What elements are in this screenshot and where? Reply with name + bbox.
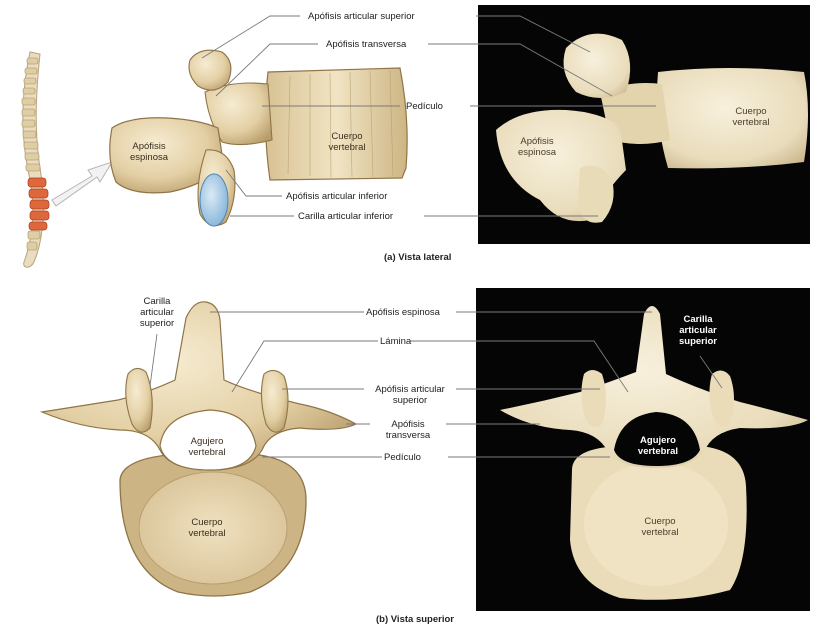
- label-pedicle-a: Pedículo: [406, 101, 443, 112]
- photo-facet-line-1: Carilla: [670, 314, 726, 325]
- label-transverse-b: Apófisis transversa: [372, 419, 444, 441]
- photo-body-line-2: vertebral: [726, 117, 776, 128]
- label-sup-articular-b: Apófisis articular superior: [362, 384, 458, 406]
- label-inf-facet-a: Carilla articular inferior: [298, 211, 393, 222]
- photo-body-line-2-b: vertebral: [632, 527, 688, 538]
- photo-body-label-a: Cuerpo vertebral: [726, 106, 776, 128]
- photo-foramen-line-1: Agujero: [630, 435, 686, 446]
- photo-body-line-1: Cuerpo: [726, 106, 776, 117]
- illus-spinous-line-1: Apófisis: [124, 141, 174, 152]
- label-spinous-b: Apófisis espinosa: [366, 307, 440, 318]
- label-transverse-a: Apófisis transversa: [326, 39, 406, 50]
- photo-foramen-line-2: vertebral: [630, 446, 686, 457]
- illus-body-label-a: Cuerpo vertebral: [322, 131, 372, 153]
- illus-body-line-2: vertebral: [322, 142, 372, 153]
- illus-facet-line-3: superior: [130, 318, 184, 329]
- photo-body-label-b: Cuerpo vertebral: [632, 516, 688, 538]
- label-sup-articular-a: Apófisis articular superior: [308, 11, 415, 22]
- illus-facet-line-2: articular: [130, 307, 184, 318]
- photo-body-line-1-b: Cuerpo: [632, 516, 688, 527]
- illus-foramen-line-1: Agujero: [180, 436, 234, 447]
- illus-spinous-line-2: espinosa: [124, 152, 174, 163]
- illus-body-line-1: Cuerpo: [322, 131, 372, 142]
- illus-facet-label-b: Carilla articular superior: [130, 296, 184, 329]
- photo-facet-line-2: articular: [670, 325, 726, 336]
- pointer-arrow: [52, 162, 112, 206]
- spine-thumbnail: [22, 52, 49, 267]
- illus-body-line-1-b: Cuerpo: [180, 517, 234, 528]
- label-pedicle-b: Pedículo: [384, 452, 421, 463]
- label-lamina-b: Lámina: [380, 336, 411, 347]
- caption-superior: (b) Vista superior: [376, 614, 454, 625]
- label-sup-articular-b-line-2: superior: [362, 395, 458, 406]
- photo-facet-label-b: Carilla articular superior: [670, 314, 726, 347]
- photo-spinous-line-1: Apófisis: [512, 136, 562, 147]
- caption-lateral: (a) Vista lateral: [384, 252, 451, 263]
- label-inf-articular-a: Apófisis articular inferior: [286, 191, 387, 202]
- photo-spinous-line-2: espinosa: [512, 147, 562, 158]
- label-transverse-b-line-2: transversa: [372, 430, 444, 441]
- lumbar-highlight: [28, 178, 49, 230]
- label-transverse-b-line-1: Apófisis: [372, 419, 444, 430]
- label-sup-articular-b-line-1: Apófisis articular: [362, 384, 458, 395]
- illus-foramen-label-b: Agujero vertebral: [180, 436, 234, 458]
- photo-foramen-label-b: Agujero vertebral: [630, 435, 686, 457]
- illus-foramen-line-2: vertebral: [180, 447, 234, 458]
- photo-spinous-label-a: Apófisis espinosa: [512, 136, 562, 158]
- illus-spinous-label-a: Apófisis espinosa: [124, 141, 174, 163]
- illus-body-line-2-b: vertebral: [180, 528, 234, 539]
- photo-facet-line-3: superior: [670, 336, 726, 347]
- illus-facet-line-1: Carilla: [130, 296, 184, 307]
- illus-body-label-b: Cuerpo vertebral: [180, 517, 234, 539]
